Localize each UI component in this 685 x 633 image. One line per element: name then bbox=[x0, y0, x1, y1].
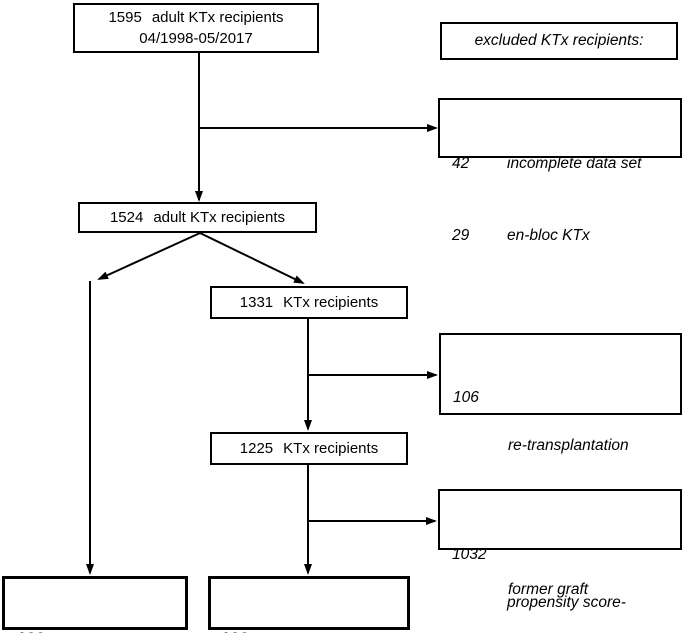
box-1331-recipients: 1331 KTx recipients bbox=[210, 286, 408, 319]
box-control-group: 193 matched control group bbox=[208, 576, 410, 633]
box-1524-line: 1524 adult KTx recipients bbox=[110, 207, 285, 228]
arrow-1524-to-1331 bbox=[199, 232, 305, 284]
box-1331-line: 1331 KTx recipients bbox=[240, 292, 378, 313]
count-1331: 1331 bbox=[239, 294, 274, 311]
control-group-count: 193 bbox=[221, 627, 273, 633]
box-total-recipients: 1595 adult KTx recipients 04/1998-05/201… bbox=[73, 3, 319, 53]
exclusion-count: 29 bbox=[452, 227, 470, 244]
exclusion-count: 1032 bbox=[452, 546, 487, 563]
exclusion-row-matching: 1032 propensity score- based matching bbox=[452, 543, 676, 633]
box-study-group: 193 ADPKD study group bbox=[2, 576, 188, 633]
control-group-label: matched control group bbox=[273, 627, 383, 633]
box-1524-recipients: 1524 adult KTx recipients bbox=[78, 202, 317, 233]
total-period: 04/1998-05/2017 bbox=[139, 30, 253, 47]
exclusion-row-enbloc: 29 en-bloc KTx bbox=[452, 224, 676, 248]
box-1225-recipients: 1225 KTx recipients bbox=[210, 432, 408, 465]
box-excluded-initial: 42 incomplete data set 29 en-bloc KTx bbox=[438, 98, 682, 244]
label-1331: KTx recipients bbox=[283, 294, 379, 311]
study-group-label: ADPKD study group bbox=[71, 627, 169, 633]
excluded-header-label: excluded KTx recipients: bbox=[474, 32, 644, 49]
label-1225: KTx recipients bbox=[283, 440, 379, 457]
exclusion-count: 106 bbox=[453, 389, 479, 406]
total-count: 1595 bbox=[108, 9, 142, 26]
box-1225-line: 1225 KTx recipients bbox=[240, 438, 378, 459]
exclusion-reason: incomplete data set bbox=[507, 155, 642, 172]
box-excluded-retransplantation: 106 re-transplantation with nephrectomy … bbox=[439, 333, 682, 598]
study-group-content: 193 ADPKD study group bbox=[17, 627, 181, 633]
exclusion-count: 42 bbox=[452, 155, 470, 172]
exclusion-reason: propensity score- based matching bbox=[507, 594, 626, 611]
count-1225: 1225 bbox=[239, 440, 274, 457]
exclusion-row-incomplete: 42 incomplete data set bbox=[452, 152, 676, 176]
box-total-line1: 1595 adult KTx recipients bbox=[108, 7, 283, 28]
label-1524: adult KTx recipients bbox=[153, 209, 286, 226]
count-1524: 1524 bbox=[109, 209, 144, 226]
control-group-content: 193 matched control group bbox=[221, 627, 403, 633]
total-label: adult KTx recipients bbox=[151, 9, 284, 26]
exclusion-reason: en-bloc KTx bbox=[507, 227, 590, 244]
study-group-count: 193 bbox=[17, 627, 71, 633]
box-excluded-header: excluded KTx recipients: bbox=[440, 22, 678, 60]
arrow-1524-branch-left bbox=[97, 232, 201, 280]
box-excluded-matching: 1032 propensity score- based matching bbox=[438, 489, 682, 611]
